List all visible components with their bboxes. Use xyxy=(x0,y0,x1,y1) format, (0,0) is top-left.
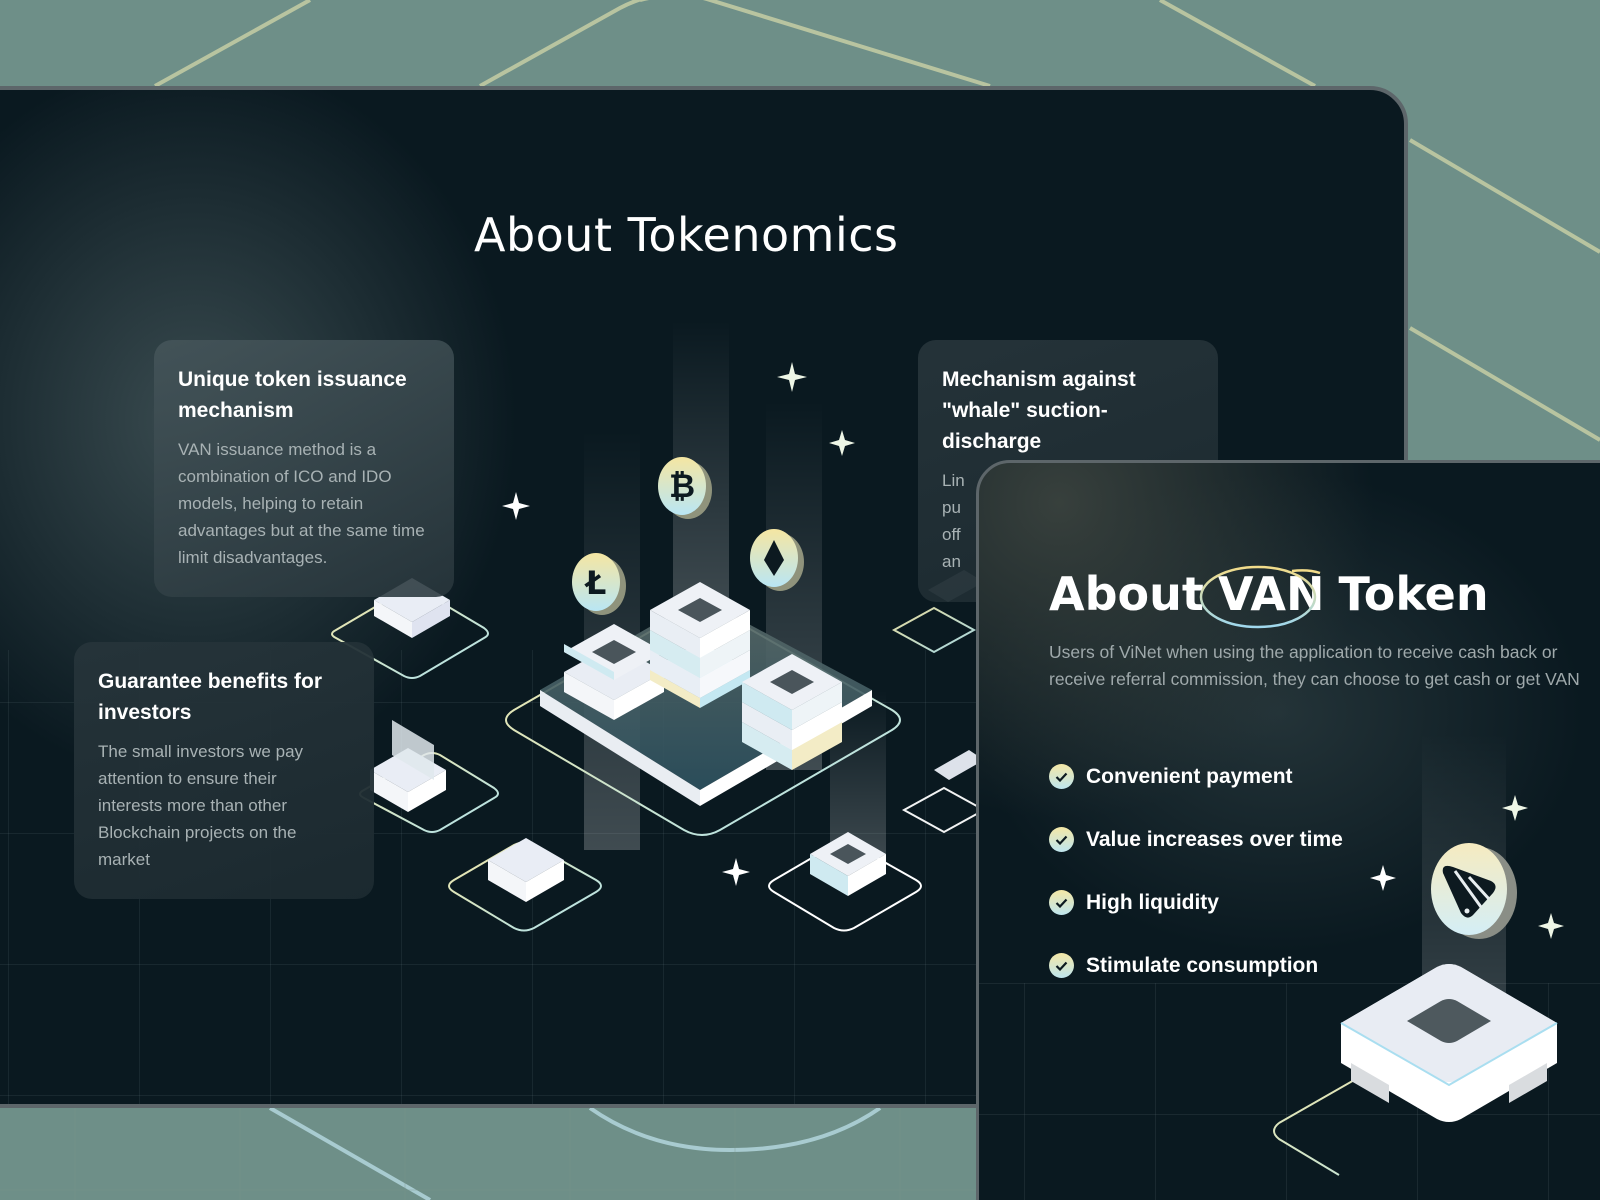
check-icon xyxy=(1049,890,1074,915)
check-icon xyxy=(1049,764,1074,789)
hand-drawn-circle-icon xyxy=(1199,565,1321,629)
card-body-partial: Lin pu off an xyxy=(942,471,965,571)
grid-background xyxy=(979,983,1600,1200)
feature-item: High liquidity xyxy=(1049,871,1343,934)
card-title: Unique token issuance mechanism xyxy=(178,368,407,422)
card-title: Mechanism against "whale" suction-discha… xyxy=(942,368,1136,453)
feature-item: Value increases over time xyxy=(1049,808,1343,871)
card-body: VAN issuance method is a combination of … xyxy=(178,440,425,567)
feature-list: Convenient payment Value increases over … xyxy=(1049,745,1343,997)
feature-item: Stimulate consumption xyxy=(1049,934,1343,997)
van-highlight: VAN xyxy=(1199,565,1339,629)
ethereum-coin xyxy=(750,529,804,591)
bitcoin-coin: ₿ xyxy=(658,457,712,519)
check-icon xyxy=(1049,953,1074,978)
litecoin-coin: Ł xyxy=(572,553,626,615)
van-coin-icon xyxy=(1431,843,1517,939)
feature-item: Convenient payment xyxy=(1049,745,1343,808)
svg-text:₿: ₿ xyxy=(669,467,695,505)
van-description: Users of ViNet when using the applicatio… xyxy=(1049,642,1580,689)
card-body: The small investors we pay attention to … xyxy=(98,742,304,869)
tokenomics-panel: ₿ Ł xyxy=(0,86,1408,1108)
card-investor-benefits: Guarantee benefits for investors The sma… xyxy=(74,642,374,899)
card-title: Guarantee benefits for investors xyxy=(98,670,323,724)
page-title: About Tokenomics xyxy=(474,208,899,262)
check-icon xyxy=(1049,827,1074,852)
card-token-issuance: Unique token issuance mechanism VAN issu… xyxy=(154,340,454,597)
svg-text:Ł: Ł xyxy=(584,564,607,602)
